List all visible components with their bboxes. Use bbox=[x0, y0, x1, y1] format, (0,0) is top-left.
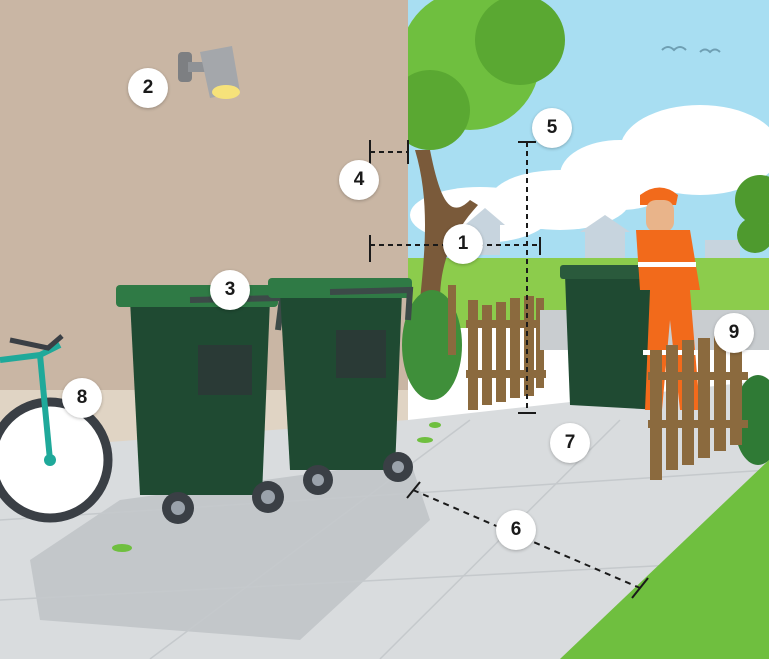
marker-1: 1 bbox=[443, 224, 483, 264]
marker-7: 7 bbox=[550, 423, 590, 463]
marker-8: 8 bbox=[62, 378, 102, 418]
marker-5: 5 bbox=[532, 108, 572, 148]
marker-9: 9 bbox=[714, 313, 754, 353]
marker-4: 4 bbox=[339, 160, 379, 200]
right-tree bbox=[735, 175, 769, 253]
wheelie-bin-left bbox=[116, 285, 284, 524]
wheelie-bin-right bbox=[268, 278, 413, 495]
marker-6: 6 bbox=[496, 510, 536, 550]
marker-2: 2 bbox=[128, 68, 168, 108]
marker-3: 3 bbox=[210, 270, 250, 310]
